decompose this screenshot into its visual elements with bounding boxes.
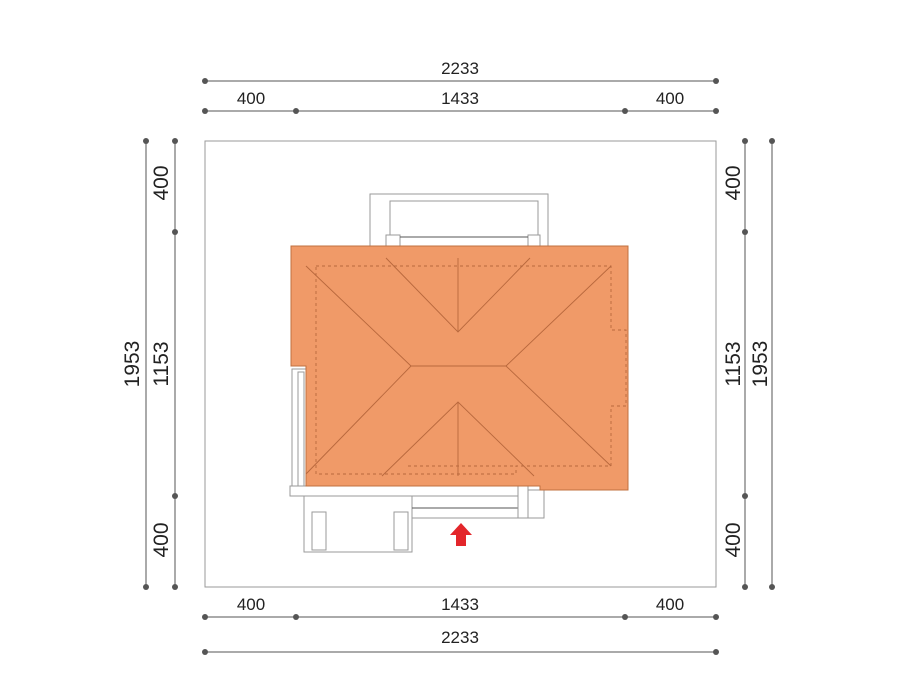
roof-hip-lower-left: [305, 365, 412, 475]
roof-hip-upper: [305, 265, 612, 367]
bottom-left-label: 400: [237, 595, 265, 614]
top-dimension-total: 2233: [202, 59, 719, 84]
right-top-label: 400: [722, 165, 745, 200]
roof: [290, 245, 629, 491]
wall-outline-dashed: [315, 265, 627, 475]
roof-surface: [290, 245, 629, 491]
right-mid-label: 1153: [722, 341, 745, 386]
bottom-right-label: 400: [656, 595, 684, 614]
top-mid-label: 1433: [441, 89, 479, 108]
top-total-label: 2233: [441, 59, 479, 78]
left-dimension-segments: 400 1153 400: [150, 138, 178, 590]
right-dimension-segments: 400 1153 400: [722, 138, 748, 590]
left-top-label: 400: [150, 165, 173, 200]
right-total-label: 1953: [749, 341, 772, 388]
left-total-label: 1953: [121, 341, 144, 388]
right-bottom-label: 400: [722, 522, 745, 557]
left-dimension-total: 1953: [121, 138, 149, 590]
top-dimension-segments: 400 1433 400: [202, 89, 719, 114]
bottom-mid-label: 1433: [441, 595, 479, 614]
right-dimension-total: 1953: [749, 138, 775, 590]
top-left-label: 400: [237, 89, 265, 108]
west-side-walls: [291, 368, 307, 496]
south-annex: [289, 477, 545, 553]
left-bottom-label: 400: [150, 522, 173, 557]
left-mid-label: 1153: [150, 341, 173, 386]
bottom-total-label: 2233: [441, 628, 479, 647]
top-right-label: 400: [656, 89, 684, 108]
bottom-dimension-total: 2233: [202, 628, 719, 655]
up-arrow-icon: [450, 523, 472, 546]
roof-hip-lower-right: [505, 365, 612, 467]
bottom-dimension-segments: 400 1433 400: [202, 595, 719, 620]
